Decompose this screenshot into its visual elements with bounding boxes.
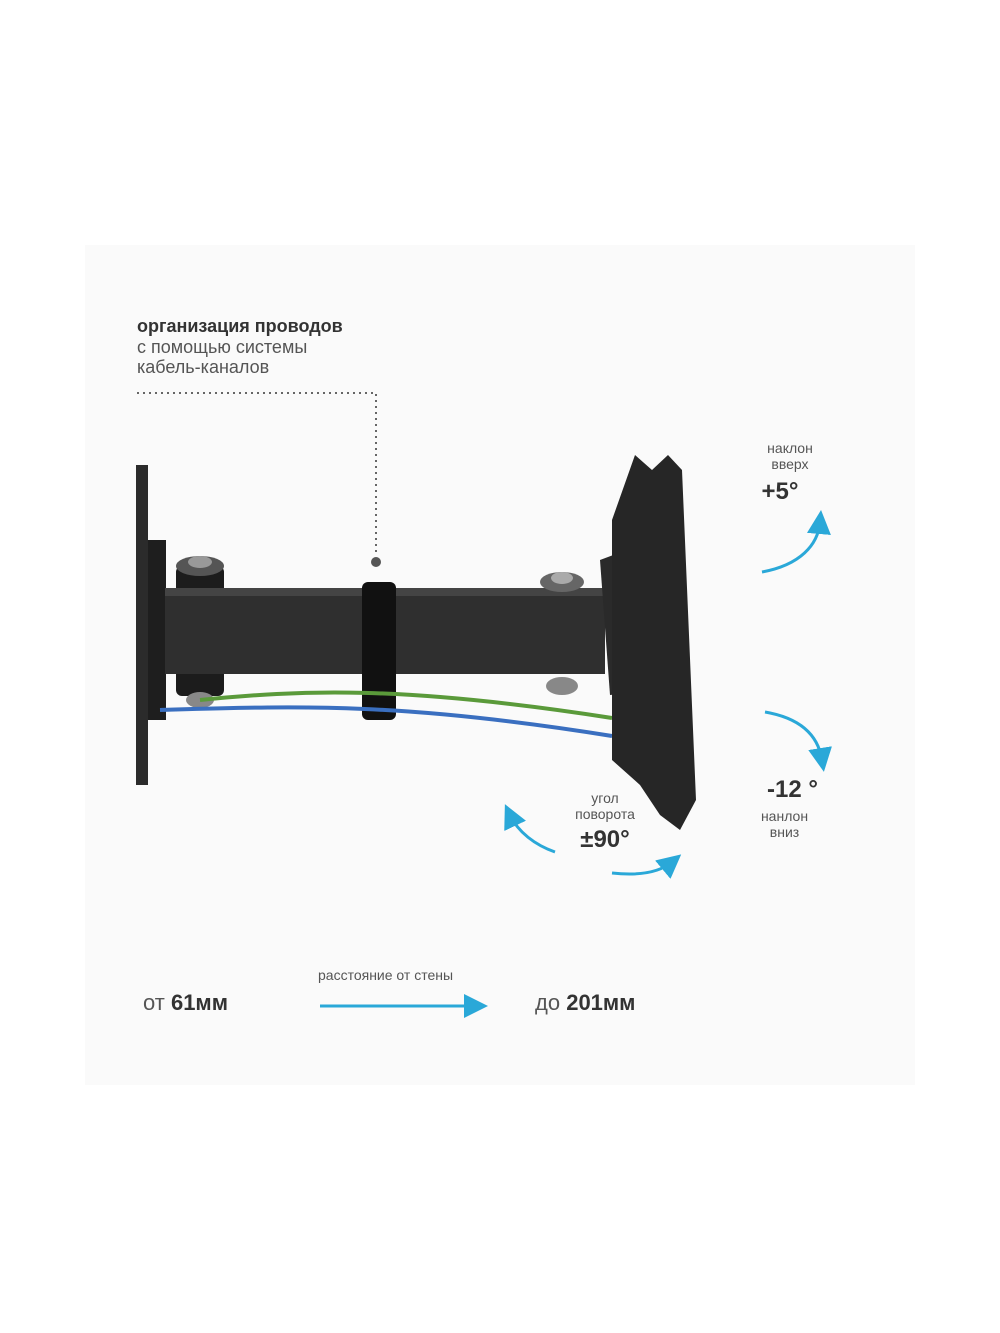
tilt-down-label-line2: вниз <box>769 824 800 841</box>
distance-from-value: 61мм <box>170 990 228 1015</box>
distance-from: от 61мм <box>143 990 228 1015</box>
tilt-up-value: +5° <box>761 478 799 505</box>
swivel-label-line1: угол <box>591 790 619 806</box>
wire-blue <box>159 705 613 738</box>
swivel-label-line2: поворота <box>575 806 635 823</box>
swivel-value: ±90° <box>580 826 630 853</box>
tilt-up-label: наклон вверх <box>755 440 825 472</box>
arrow-swivel-icon-2 <box>611 854 682 879</box>
arrow-swivel-icon <box>504 804 556 854</box>
distance-from-prefix: от <box>143 990 165 1015</box>
cable-caption-line2: с помощью системы <box>137 336 308 357</box>
tilt-down-value: -12 ° <box>767 776 818 803</box>
distance-to-prefix: до <box>535 990 561 1015</box>
tilt-up-label-line2: вверх <box>771 456 809 473</box>
cable-caption-line3: кабель-каналов <box>137 357 270 378</box>
distance-to-value: 201мм <box>566 990 636 1015</box>
arrow-tilt-up-icon <box>761 510 831 574</box>
tilt-down-label-line1: нанлон <box>760 808 809 824</box>
wall-plate <box>136 465 148 785</box>
tilt-up-label-line1: наклон <box>767 440 813 456</box>
arrow-tilt-down-icon <box>764 710 832 772</box>
wire-green <box>199 690 613 720</box>
vesa-plate <box>612 455 696 830</box>
distance-to: до 201мм <box>535 990 635 1015</box>
leader-line <box>137 392 377 555</box>
cable-management-caption: организация проводов с помощью системы к… <box>137 316 343 378</box>
leader-dot <box>371 557 381 567</box>
cable-strap <box>362 582 396 720</box>
swivel-label: угол поворота <box>565 790 645 822</box>
distance-label: расстояние от стены <box>318 967 454 983</box>
tilt-down-label: нанлон вниз <box>752 808 817 840</box>
cable-caption-line1: организация проводов <box>137 316 343 336</box>
